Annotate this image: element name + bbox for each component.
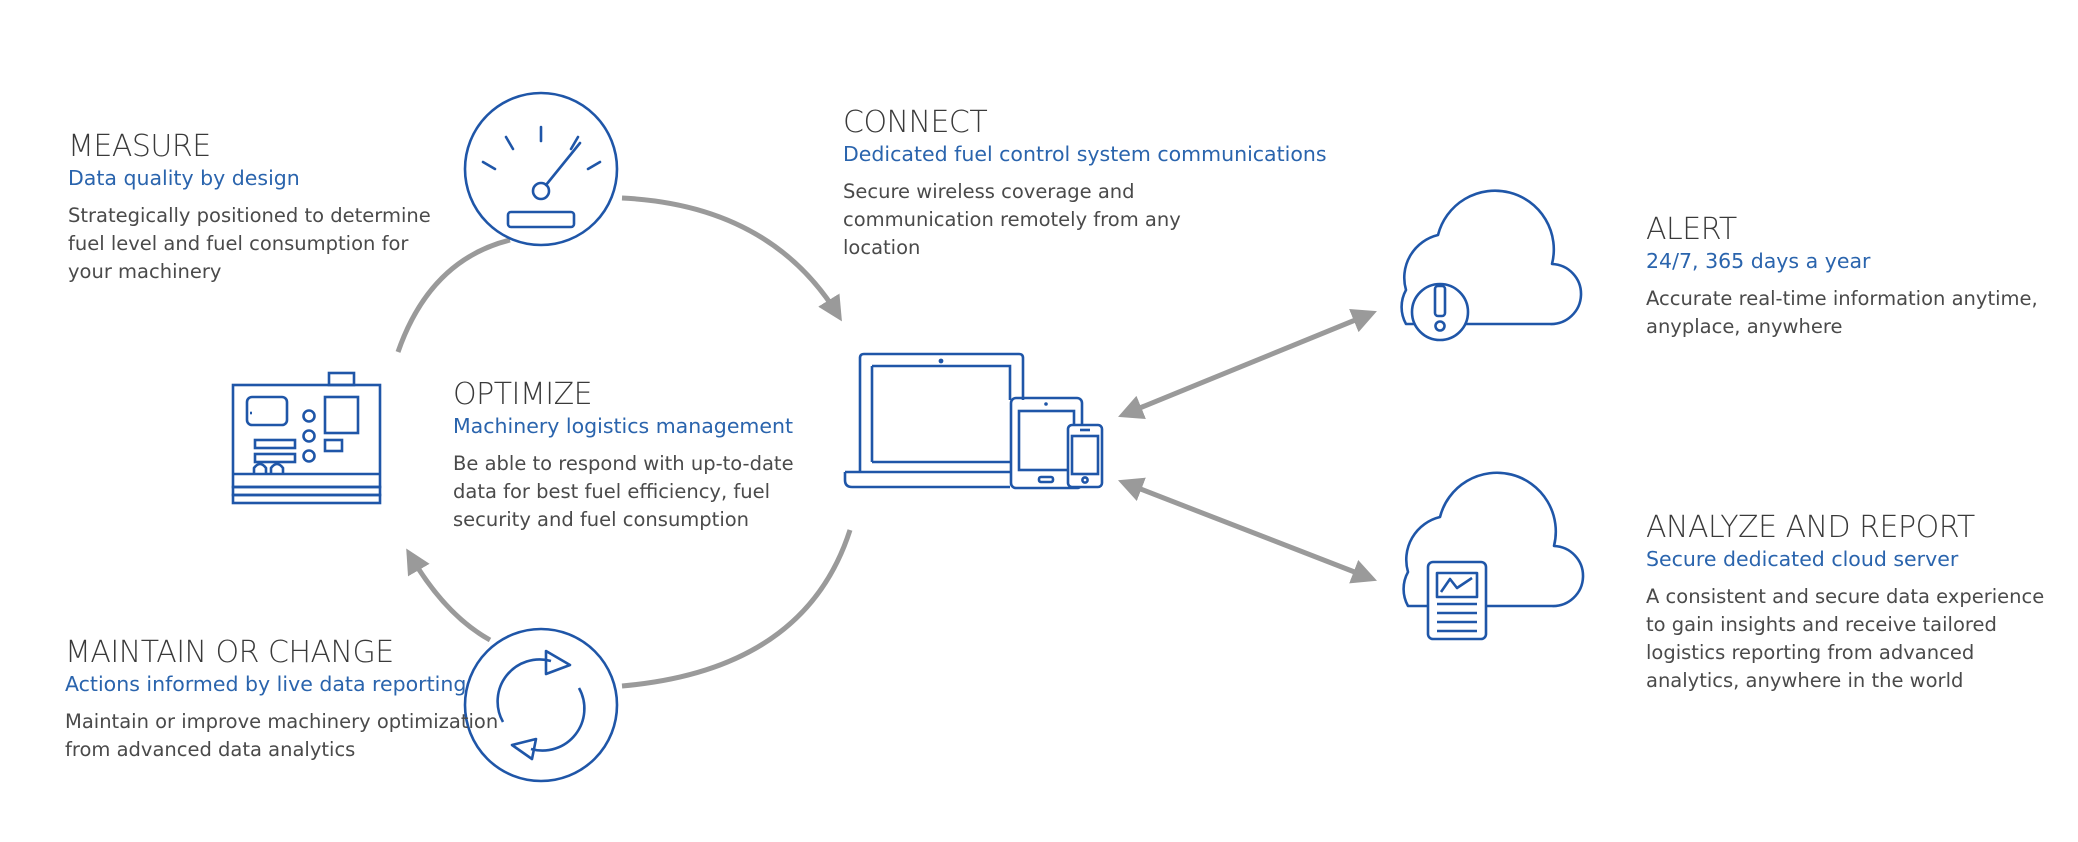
cloud-report-icon	[1402, 471, 1585, 641]
optimize-title: OPTIMIZE	[453, 377, 593, 412]
analyze-description: A consistent and secure data experience …	[1646, 583, 2044, 695]
maintain-subtitle: Actions informed by live data reporting	[65, 672, 467, 696]
connect-desc-line: Secure wireless coverage and	[843, 180, 1135, 203]
optimize-desc-line: data for best fuel efficiency, fuel	[453, 480, 770, 503]
optimize-desc-line: security and fuel consumption	[453, 508, 750, 531]
maintain-desc-line: from advanced data analytics	[65, 738, 356, 761]
optimize-subtitle: Machinery logistics management	[453, 414, 794, 438]
connect-description: Secure wireless coverage and communicati…	[843, 178, 1327, 262]
measure-block: MEASURE Data quality by design Strategic…	[68, 130, 431, 286]
measure-description: Strategically positioned to determine fu…	[68, 202, 431, 286]
arrow-devices-alert	[1118, 309, 1377, 419]
maintain-title: MAINTAIN OR CHANGE	[65, 635, 394, 670]
alert-title: ALERT	[1646, 212, 1737, 247]
alert-desc-line: anyplace, anywhere	[1646, 315, 1843, 338]
measure-desc-line: Strategically positioned to determine	[68, 204, 431, 227]
devices-icon	[843, 352, 1104, 490]
alert-block: ALERT 24/7, 365 days a year Accurate rea…	[1646, 213, 2038, 341]
analyze-block: ANALYZE AND REPORT Secure dedicated clou…	[1646, 511, 2044, 695]
optimize-desc-line: Be able to respond with up-to-date	[453, 452, 794, 475]
arrow-devices-report	[1118, 477, 1377, 584]
measure-title: MEASURE	[68, 129, 211, 164]
measure-desc-line: your machinery	[68, 260, 222, 283]
arc-connector-measure-to-optimize	[395, 237, 511, 353]
analyze-desc-line: logistics reporting from advanced	[1646, 641, 1975, 664]
analyze-subtitle: Secure dedicated cloud server	[1646, 547, 1959, 571]
cloud-alert-icon	[1400, 189, 1583, 342]
refresh-cycle-icon	[463, 627, 619, 783]
measure-desc-line: fuel level and fuel consumption for	[68, 232, 409, 255]
arc-arrow-maintain-to-optimize	[406, 548, 492, 643]
connect-subtitle: Dedicated fuel control system communicat…	[843, 142, 1327, 166]
analyze-desc-line: to gain insights and receive tailored	[1646, 613, 1997, 636]
fuel-control-unit-icon	[231, 371, 382, 505]
gauge-icon	[463, 91, 619, 247]
analyze-desc-line: A consistent and secure data experience	[1646, 585, 2045, 608]
optimize-description: Be able to respond with up-to-date data …	[453, 450, 794, 534]
arc-arrow-measure-to-connect	[621, 195, 842, 322]
analyze-title: ANALYZE AND REPORT	[1646, 510, 1975, 545]
maintain-description: Maintain or improve machinery optimizati…	[65, 708, 498, 764]
maintain-block: MAINTAIN OR CHANGE Actions informed by l…	[65, 636, 498, 764]
analyze-desc-line: analytics, anywhere in the world	[1646, 669, 1964, 692]
arc-connector-connect-to-maintain	[621, 529, 853, 689]
connect-desc-line: location	[843, 236, 921, 259]
measure-subtitle: Data quality by design	[68, 166, 300, 190]
alert-description: Accurate real-time information anytime, …	[1646, 285, 2038, 341]
connect-desc-line: communication remotely from any	[843, 208, 1181, 231]
maintain-desc-line: Maintain or improve machinery optimizati…	[65, 710, 499, 733]
connect-block: CONNECT Dedicated fuel control system co…	[843, 106, 1327, 262]
optimize-block: OPTIMIZE Machinery logistics management …	[453, 378, 794, 534]
alert-desc-line: Accurate real-time information anytime,	[1646, 287, 2038, 310]
alert-subtitle: 24/7, 365 days a year	[1646, 249, 1871, 273]
connect-title: CONNECT	[843, 105, 988, 140]
